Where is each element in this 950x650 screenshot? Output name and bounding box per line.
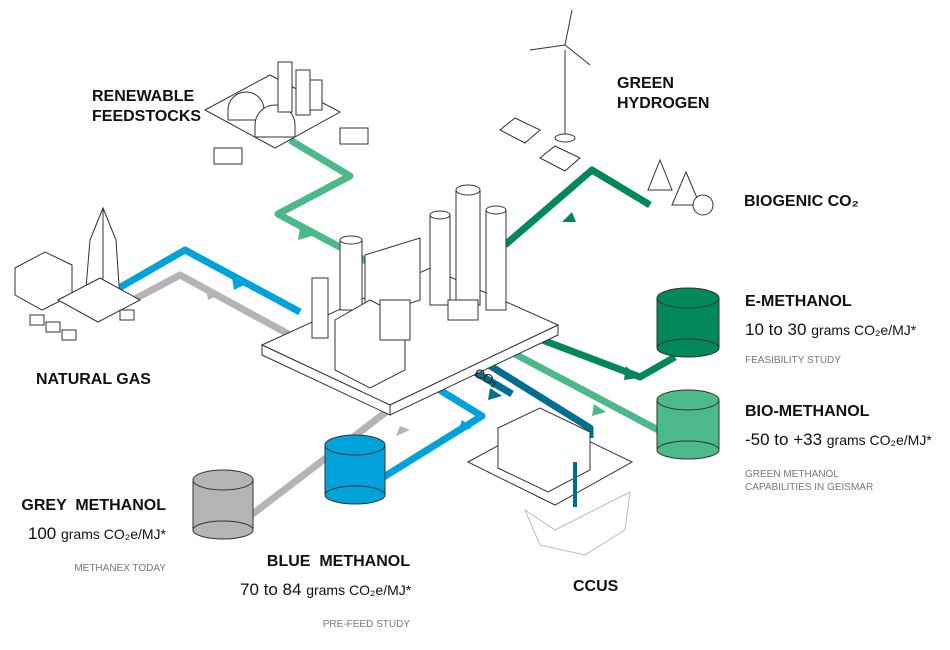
green-hydrogen-site xyxy=(499,9,714,216)
grey-methanol-info: GREY METHANOL 100 grams CO₂e/MJ* METHANE… xyxy=(21,497,166,574)
feedstock-facility xyxy=(203,61,369,165)
bio-methanol-info: BIO-METHANOL -50 to +33 grams CO₂e/MJ* G… xyxy=(745,403,932,493)
ccus-label: CCUS xyxy=(573,578,619,595)
blue-methanol-info: BLUE METHANOL 70 to 84 grams CO₂e/MJ* PR… xyxy=(240,553,412,630)
feedstock-pipe xyxy=(274,136,370,266)
natural-gas-label: NATURAL GAS xyxy=(36,371,151,388)
natural-gas-blue-pipe xyxy=(110,246,302,316)
grey-methanol-tank xyxy=(192,469,254,540)
bio-methanol-tank xyxy=(656,389,720,460)
natural-gas-site xyxy=(14,206,142,341)
flow-arrows xyxy=(206,212,638,436)
natural-gas-grey-pipe xyxy=(116,271,294,340)
biogenic-co2-label: BIOGENIC CO₂ xyxy=(744,193,859,210)
ccus-facility xyxy=(466,407,634,556)
hydrogen-pipe xyxy=(502,166,652,248)
e-methanol-pipe xyxy=(506,323,677,381)
blue-methanol-pipe xyxy=(380,381,486,481)
methanol-plant xyxy=(260,184,560,416)
e-methanol-info: E-METHANOL 10 to 30 grams CO₂e/MJ* FEASI… xyxy=(745,293,917,366)
blue-methanol-tank xyxy=(324,434,386,505)
e-methanol-tank xyxy=(656,287,720,358)
bio-methanol-pipe xyxy=(496,341,664,436)
